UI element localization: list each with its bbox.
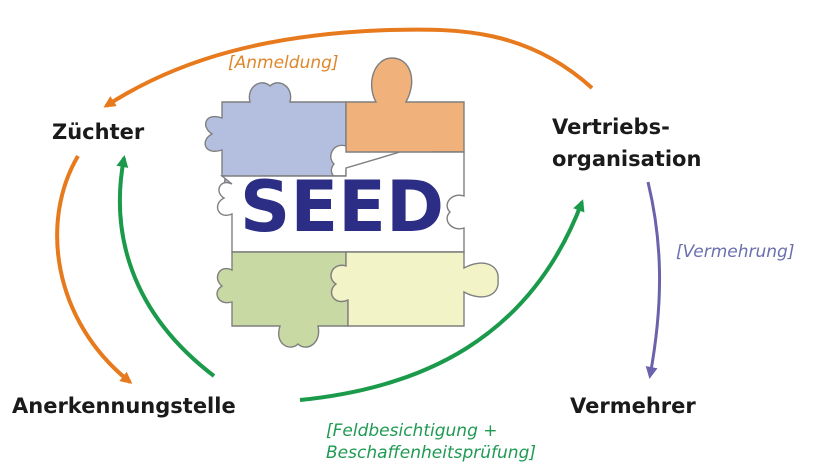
node-anerkennungstelle: Anerkennungstelle (12, 394, 236, 418)
label-feldbesichtigung-line1: [Feldbesichtigung + (326, 421, 498, 441)
node-zuechter: Züchter (52, 120, 145, 144)
puzzle-piece-yellow (330, 251, 499, 327)
arrow-anmeldung (103, 27, 594, 108)
puzzle-piece-white (216, 151, 465, 253)
label-feldbesichtigung-line2: Beschaffenheitsprüfung] (326, 443, 537, 463)
arrow-vermehrung (645, 181, 662, 379)
arrow-feldbesichtigung (299, 199, 585, 402)
label-anmeldung: [Anmeldung] (228, 53, 339, 73)
puzzle-piece-green (216, 251, 349, 348)
center-seed-label: SEED (240, 166, 444, 248)
node-vertriebsorganisation-line2: organisation (552, 147, 702, 171)
label-vermehrung: [Vermehrung] (676, 242, 795, 262)
node-vermehrer: Vermehrer (570, 394, 696, 418)
arrow-anerkennung-to-zuechter (116, 155, 216, 378)
node-vertriebsorganisation-line1: Vertriebs- (552, 115, 670, 139)
puzzle-graphic (204, 57, 499, 348)
arrow-zuechter-to-anerkennung (55, 154, 133, 384)
